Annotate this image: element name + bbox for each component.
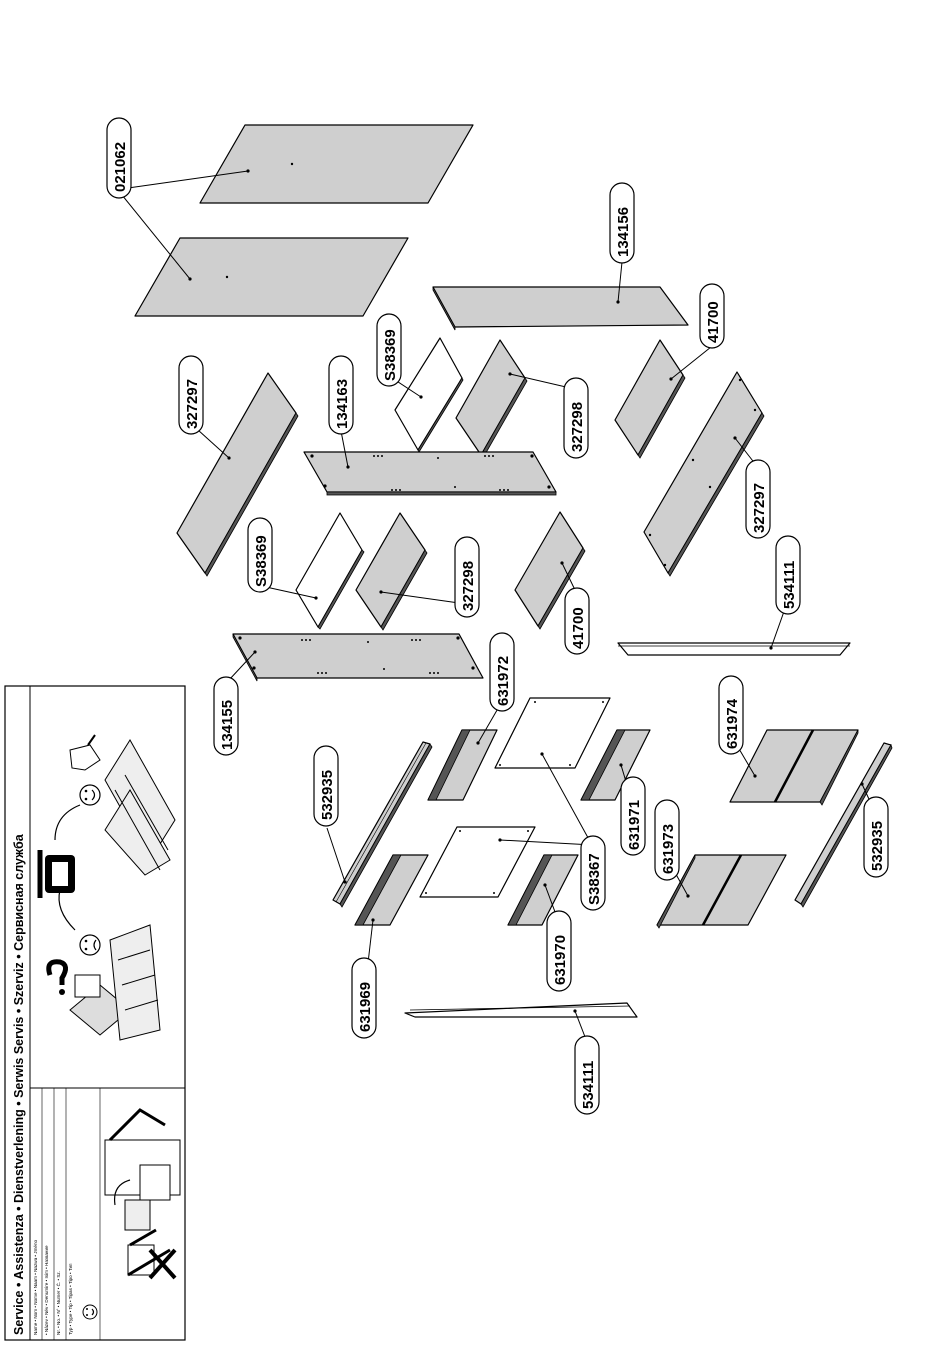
part-tag-631971: 631971 (620, 776, 646, 856)
svg-text:41700: 41700 (570, 607, 587, 649)
part-tag-S38367: S38367 (580, 835, 606, 911)
arrow-to-phone-icon (58, 889, 76, 931)
panel-021062-a (199, 124, 474, 204)
service-title: Service • Assistenza • Dienstverlening •… (12, 833, 26, 1335)
telephone-icon (37, 850, 75, 898)
part-tag-41700-mid: 41700 (564, 587, 590, 655)
svg-text:631970: 631970 (552, 935, 569, 985)
svg-text:631974: 631974 (724, 698, 741, 749)
svg-text:327298: 327298 (460, 561, 477, 611)
svg-text:134163: 134163 (334, 379, 351, 429)
part-tag-631972: 631972 (489, 632, 515, 712)
leader-lines (121, 169, 875, 1043)
svg-text:532935: 532935 (319, 770, 336, 820)
svg-text:134156: 134156 (615, 207, 632, 257)
part-tag-41700-top: 41700 (699, 283, 725, 349)
part-tag-327298-top: 327298 (563, 377, 589, 459)
no-box-icon (127, 1228, 177, 1280)
rail-534111-bottom (404, 1002, 638, 1018)
happy-face-icon (79, 784, 101, 806)
panel-134155 (232, 633, 484, 679)
svg-text:S38369: S38369 (382, 329, 399, 381)
part-tag-534111-bottom: 534111 (574, 1035, 600, 1115)
rail-534111-right (617, 642, 851, 656)
part-tag-134155: 134155 (213, 676, 239, 756)
assembled-furniture-icon (104, 739, 176, 876)
part-tag-534111-right: 534111 (775, 535, 801, 615)
part-tag-327297-right: 327297 (745, 459, 771, 539)
svg-text:021062: 021062 (112, 142, 129, 192)
smiley-small-icon (82, 1304, 98, 1320)
svg-text:534111: 534111 (580, 1061, 597, 1109)
part-tag-631969: 631969 (351, 957, 377, 1039)
panel-134156 (432, 286, 689, 328)
part-tag-134163: 134163 (328, 355, 354, 435)
drawer-bottom-S38367-a (494, 697, 611, 769)
part-tag-631970: 631970 (546, 910, 572, 992)
part-tag-631974: 631974 (718, 675, 744, 755)
drawer-unit-icon (104, 1108, 181, 1231)
svg-text:631973: 631973 (660, 824, 677, 874)
svg-text:631971: 631971 (626, 800, 643, 850)
question-person-icon (46, 924, 161, 1041)
svg-text:S38367: S38367 (586, 853, 603, 905)
service-field-type: Typ • Type • Tip • Tipas • Tipo • Тип (68, 1263, 73, 1335)
svg-text:631969: 631969 (357, 982, 374, 1032)
svg-text:327297: 327297 (184, 379, 201, 429)
part-tag-134156: 134156 (609, 182, 635, 264)
part-tag-532935-left: 532935 (313, 745, 339, 827)
part-tag-532935-right: 532935 (863, 796, 889, 878)
svg-text:134155: 134155 (219, 700, 236, 750)
part-tag-327297-left: 327297 (178, 355, 204, 435)
svg-text:327298: 327298 (569, 402, 586, 452)
svg-text:41700: 41700 (705, 301, 722, 343)
service-field-name: Name • Nom • Nome • Naam • Nazwa • Jméno (33, 1239, 38, 1335)
svg-text:631972: 631972 (495, 656, 512, 706)
service-field-number: Nr. • No. • N° • Numer • Č. • Sz. (55, 1271, 61, 1335)
part-tag-631973: 631973 (654, 799, 680, 881)
svg-text:532935: 532935 (869, 821, 886, 871)
thumbs-up-icon (69, 734, 101, 771)
part-tag-327298-mid: 327298 (454, 536, 480, 618)
arrow-to-smile-icon (54, 804, 81, 841)
panel-021062-b (134, 237, 409, 317)
svg-text:327297: 327297 (751, 483, 768, 533)
drawer-bottom-S38367-b (419, 826, 536, 898)
service-field-name-alt: • Název • Név • Denumire • Isim • Назван… (44, 1245, 49, 1335)
svg-text:S38369: S38369 (253, 535, 270, 587)
part-tag-S38369-mid: S38369 (247, 517, 273, 593)
part-tag-S38369-top: S38369 (376, 313, 402, 387)
sad-face-icon (79, 934, 101, 956)
panel-134163 (303, 451, 557, 493)
service-box: Service • Assistenza • Dienstverlening •… (4, 685, 186, 1341)
svg-text:534111: 534111 (781, 561, 798, 609)
part-tag-021062: 021062 (106, 117, 132, 199)
